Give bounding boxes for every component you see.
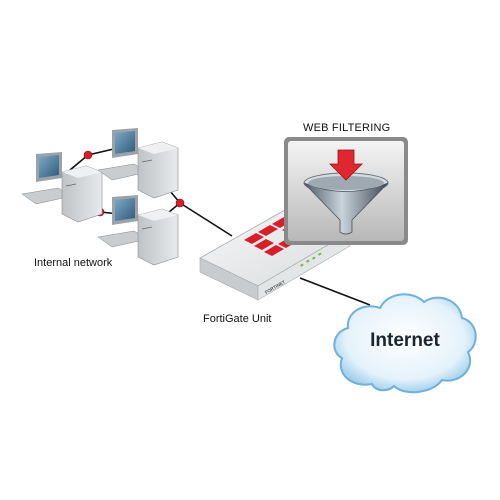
cloud-icon: Internet: [333, 293, 477, 394]
funnel-icon: [303, 172, 389, 235]
web-filtering-panel: [284, 137, 408, 245]
link-lan-fortigate: [179, 202, 233, 237]
link-pc1-pc2: [69, 147, 119, 171]
web-filtering-label: WEB FILTERING: [303, 122, 391, 134]
node-dot: [83, 150, 93, 160]
internal-network-label: Internal network: [34, 257, 113, 269]
computer-icon: [97, 128, 179, 199]
computer-icon: [97, 195, 179, 266]
arrow-down-icon: [329, 149, 363, 181]
node-dot: [175, 198, 185, 208]
fortigate-unit-label: FortiGate Unit: [203, 313, 272, 325]
link-fortigate-internet: [299, 277, 371, 306]
internet-label: Internet: [370, 330, 440, 351]
port-leds: [300, 252, 322, 267]
computer-icon: [21, 152, 103, 223]
